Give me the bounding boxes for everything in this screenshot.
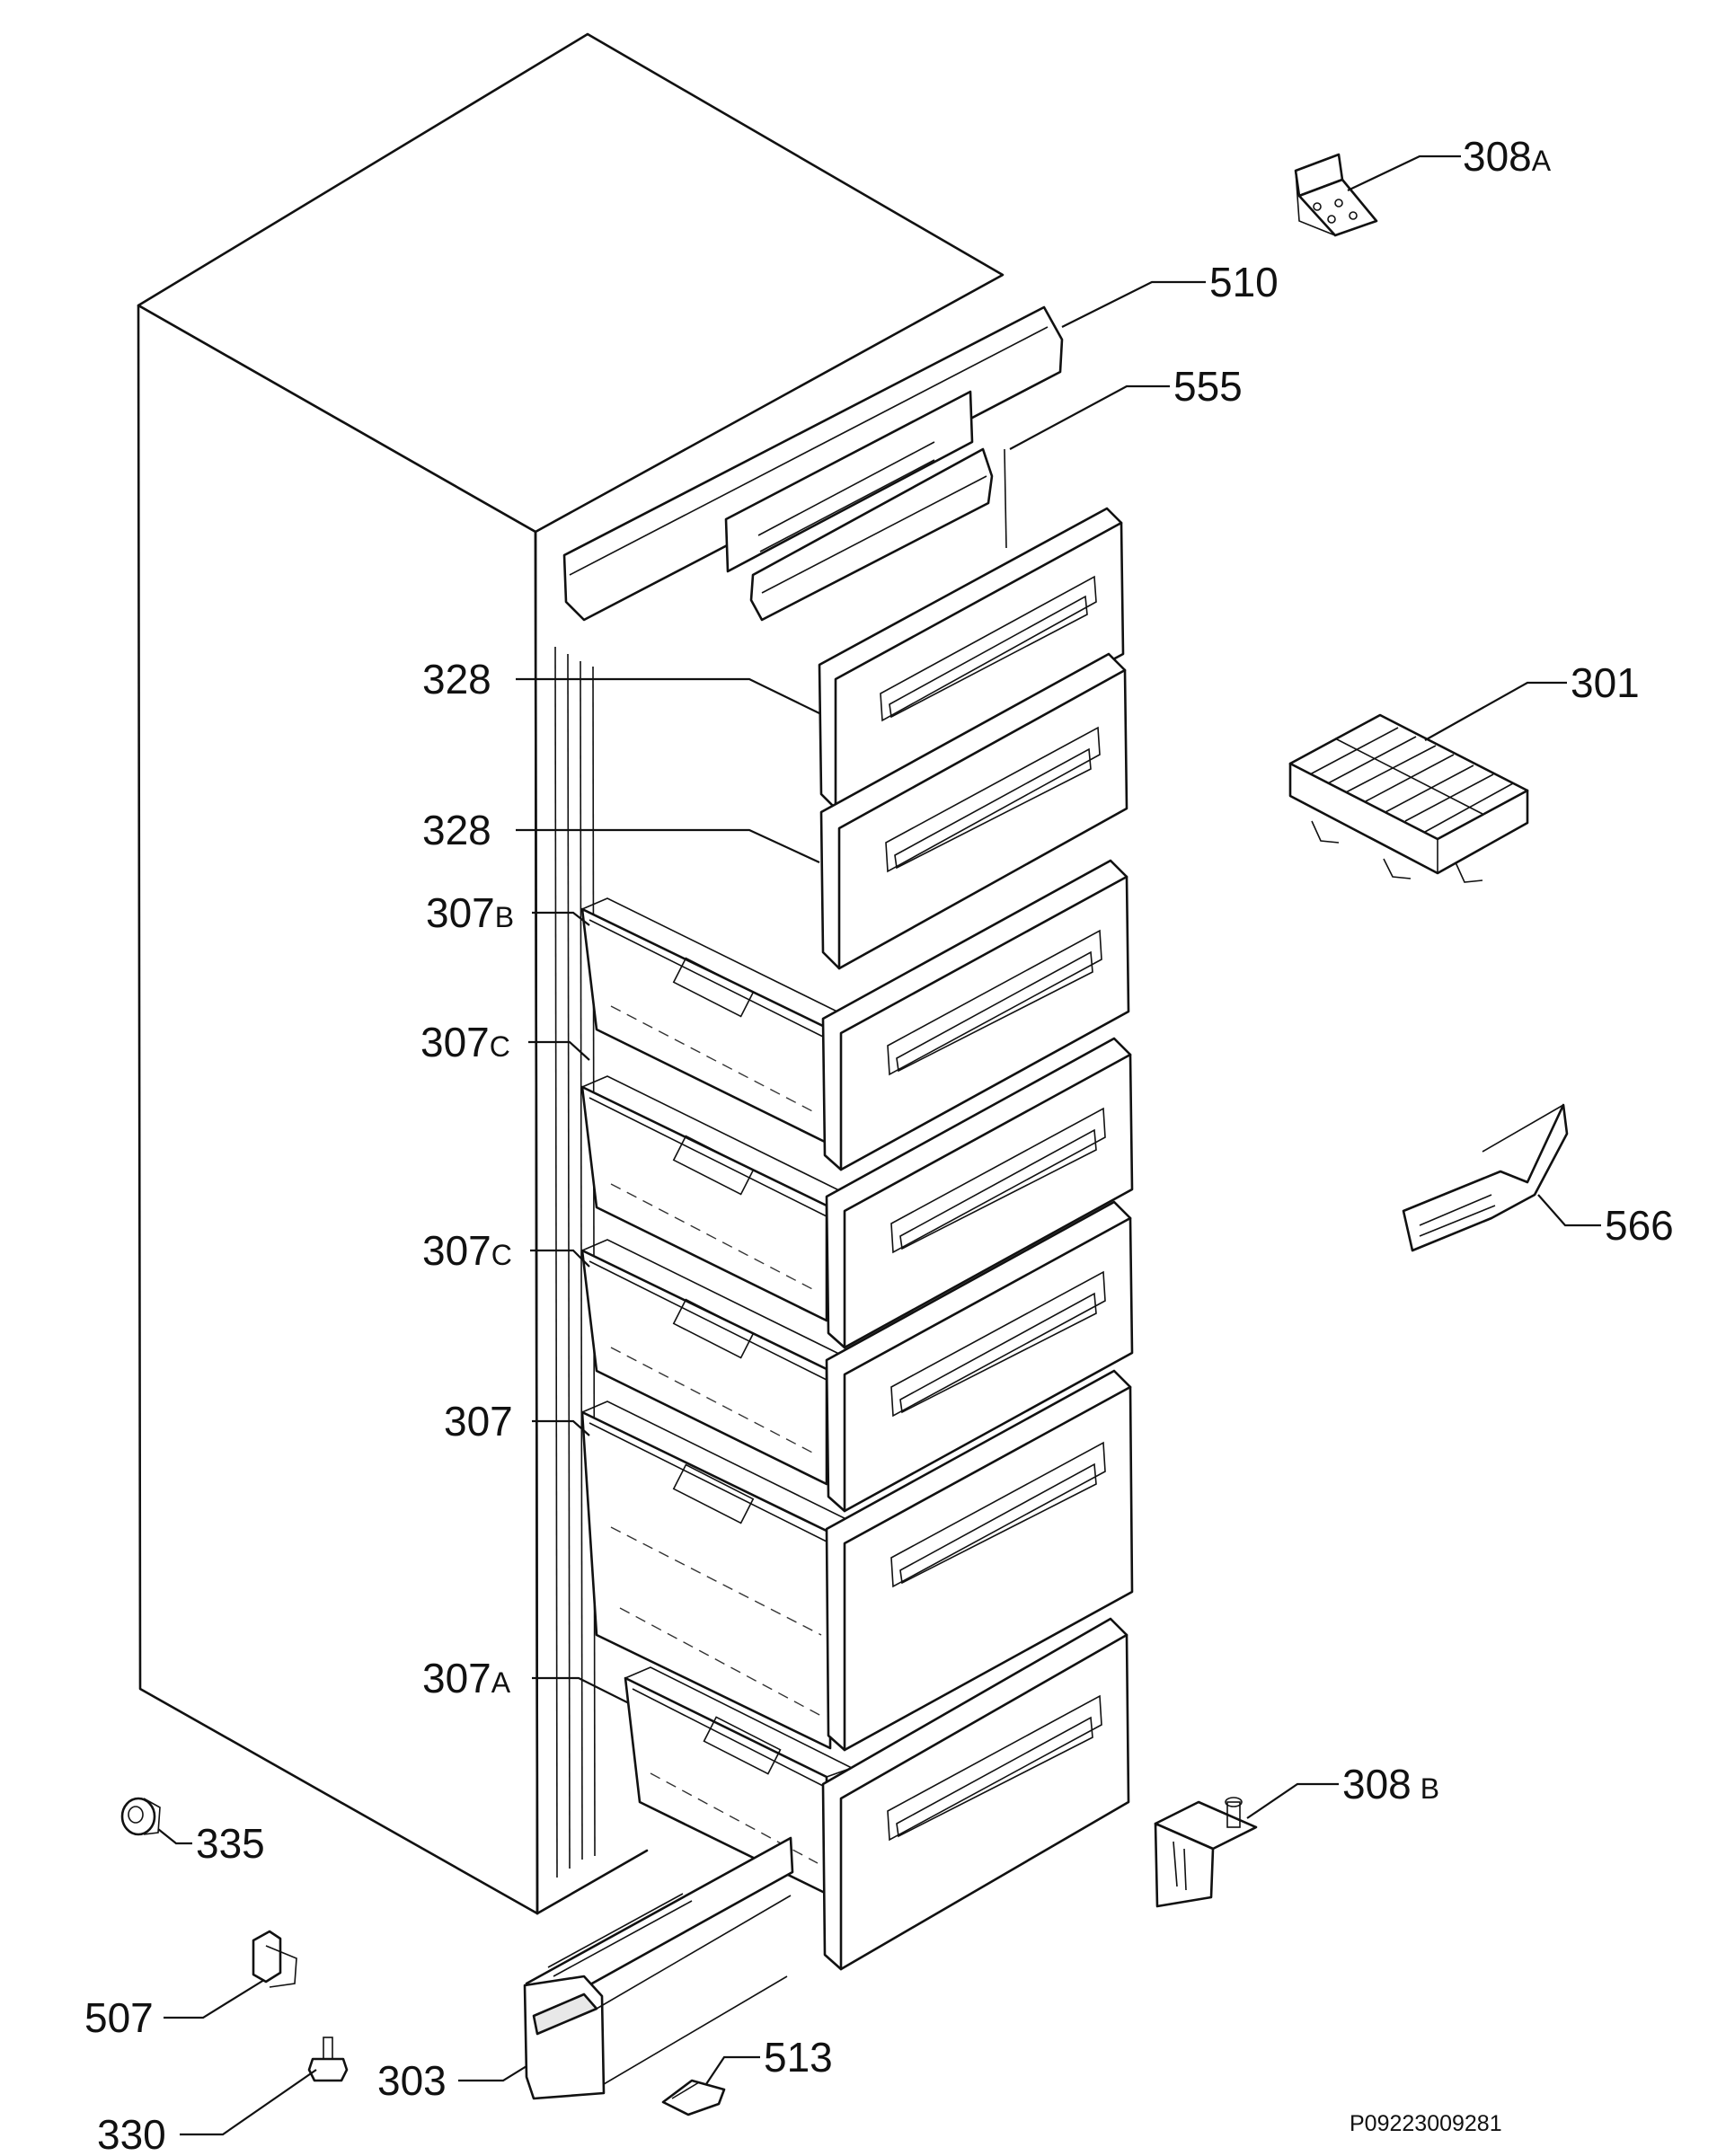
label-328-bottom: 328 (422, 807, 491, 853)
drawer-307c-upper (580, 1037, 1134, 1349)
label-301: 301 (1571, 659, 1640, 706)
label-307: 307 (444, 1398, 513, 1445)
hinge-308a (1294, 153, 1378, 237)
drawer-307c-lower (580, 1200, 1134, 1513)
reference-code: P09223009281 (1350, 2111, 1502, 2136)
label-510: 510 (1209, 259, 1279, 305)
label-307a: 307A (422, 1655, 511, 1701)
display-strip-555 (749, 447, 1007, 622)
clip-507 (252, 1930, 297, 1988)
part-labels: 308A 510 555 328 301 328 307B 307C 566 3… (84, 133, 1674, 2156)
label-307b: 307B (426, 889, 514, 936)
ice-cube-tray-301 (1288, 713, 1529, 883)
label-335: 335 (196, 1820, 265, 1867)
cover-513 (661, 2079, 726, 2116)
label-307c-lower: 307C (422, 1227, 512, 1274)
label-566: 566 (1605, 1202, 1674, 1249)
label-507: 507 (84, 1994, 154, 2041)
flap-door-328-bottom (819, 652, 1128, 970)
label-555: 555 (1173, 363, 1243, 410)
foot-335 (120, 1797, 161, 1836)
hinge-308b (1154, 1797, 1258, 1908)
label-307c-upper: 307C (420, 1019, 510, 1065)
scraper-566 (1402, 1103, 1569, 1252)
label-330: 330 (97, 2111, 166, 2156)
plinth-303 (523, 1836, 794, 2100)
control-panel-510 (562, 305, 1064, 622)
label-513: 513 (764, 2034, 833, 2081)
flap-door-328-top (818, 507, 1125, 810)
label-308a: 308A (1463, 133, 1552, 180)
adjustable-foot-330 (307, 2037, 349, 2082)
drawer-307 (580, 1369, 1134, 1752)
label-328-top: 328 (422, 656, 491, 702)
leader-lines (157, 155, 1601, 2136)
drawer-307b (580, 859, 1130, 1171)
drawer-307a (624, 1617, 1130, 1971)
label-303: 303 (377, 2057, 447, 2104)
cabinet (137, 32, 1005, 1915)
